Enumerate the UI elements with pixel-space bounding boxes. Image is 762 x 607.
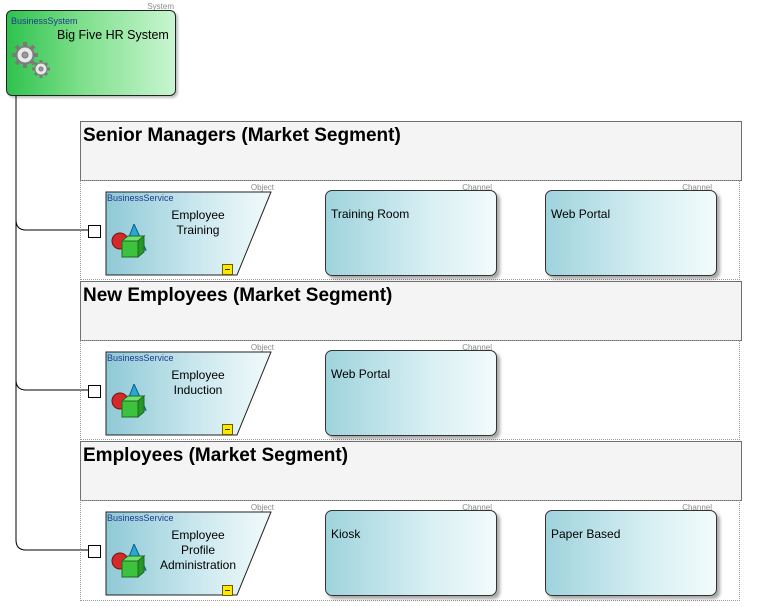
business-service-employee-profile-administration[interactable] <box>104 510 274 598</box>
segment-header-senior-managers[interactable]: Senior Managers (Market Segment) <box>80 121 742 181</box>
system-node[interactable]: BusinessSystem Big Five HR System <box>6 10 176 96</box>
service-stereotype-object: Object <box>250 343 274 352</box>
system-stereotype: BusinessSystem <box>11 16 78 26</box>
service-stereotype: BusinessService <box>107 353 174 363</box>
business-service-icon <box>111 544 147 579</box>
channel-label: Paper Based <box>551 527 621 541</box>
service-stereotype-object: Object <box>250 503 274 512</box>
system-stereotype-label: System <box>147 2 174 11</box>
service-label-line: Employee <box>171 208 225 222</box>
service-label: Employee Induction <box>150 368 246 398</box>
service-label: Employee Profile Administration <box>150 528 246 573</box>
service-label-line: Administration <box>159 558 237 572</box>
collapse-marker[interactable] <box>222 585 233 596</box>
service-stereotype: BusinessService <box>107 513 174 523</box>
channel-stereotype: Channel <box>462 183 492 192</box>
connection-port-employees[interactable] <box>88 545 101 558</box>
channel-label: Kiosk <box>331 527 361 541</box>
business-service-employee-induction[interactable] <box>104 350 274 438</box>
channel-web-portal[interactable]: Web Portal <box>325 350 497 436</box>
business-service-icon <box>111 224 147 259</box>
connector-line-employees <box>15 96 88 551</box>
segment-body-new-employees <box>80 340 740 440</box>
service-label: Employee Training <box>150 208 246 238</box>
business-service-icon <box>111 384 147 419</box>
channel-kiosk[interactable]: Kiosk <box>325 510 497 596</box>
channel-label: Training Room <box>331 207 410 221</box>
segment-title: Senior Managers (Market Segment) <box>83 125 401 146</box>
segment-header-employees[interactable]: Employees (Market Segment) <box>80 441 742 501</box>
service-stereotype-object: Object <box>250 183 274 192</box>
service-label-line: Profile <box>180 543 215 557</box>
system-title: Big Five HR System <box>57 28 169 42</box>
service-label-line: Employee <box>171 528 225 542</box>
service-label-line: Employee <box>171 368 225 382</box>
segment-title: Employees (Market Segment) <box>83 445 349 466</box>
connector-line-senior <box>15 96 88 231</box>
channel-stereotype: Channel <box>682 183 712 192</box>
connection-port-senior[interactable] <box>88 225 101 238</box>
collapse-marker[interactable] <box>222 264 233 275</box>
channel-label: Web Portal <box>551 207 611 221</box>
connection-port-new[interactable] <box>88 385 101 398</box>
channel-stereotype: Channel <box>462 503 492 512</box>
business-service-employee-training[interactable] <box>104 190 274 278</box>
service-label-line: Induction <box>173 383 223 397</box>
channel-label: Web Portal <box>331 367 391 381</box>
channel-stereotype: Channel <box>682 503 712 512</box>
segment-header-new-employees[interactable]: New Employees (Market Segment) <box>80 281 742 341</box>
collapse-marker[interactable] <box>222 424 233 435</box>
channel-web-portal[interactable]: Web Portal <box>545 190 717 276</box>
service-stereotype: BusinessService <box>107 193 174 203</box>
segment-body-employees <box>80 500 740 601</box>
segment-body-senior-managers <box>80 180 740 280</box>
channel-training-room[interactable]: Training Room <box>325 190 497 276</box>
channel-paper-based[interactable]: Paper Based <box>545 510 717 596</box>
segment-title: New Employees (Market Segment) <box>83 285 393 306</box>
gears-icon <box>12 42 50 78</box>
channel-stereotype: Channel <box>462 343 492 352</box>
service-label-line: Training <box>176 223 220 237</box>
connector-line-new <box>15 96 88 391</box>
